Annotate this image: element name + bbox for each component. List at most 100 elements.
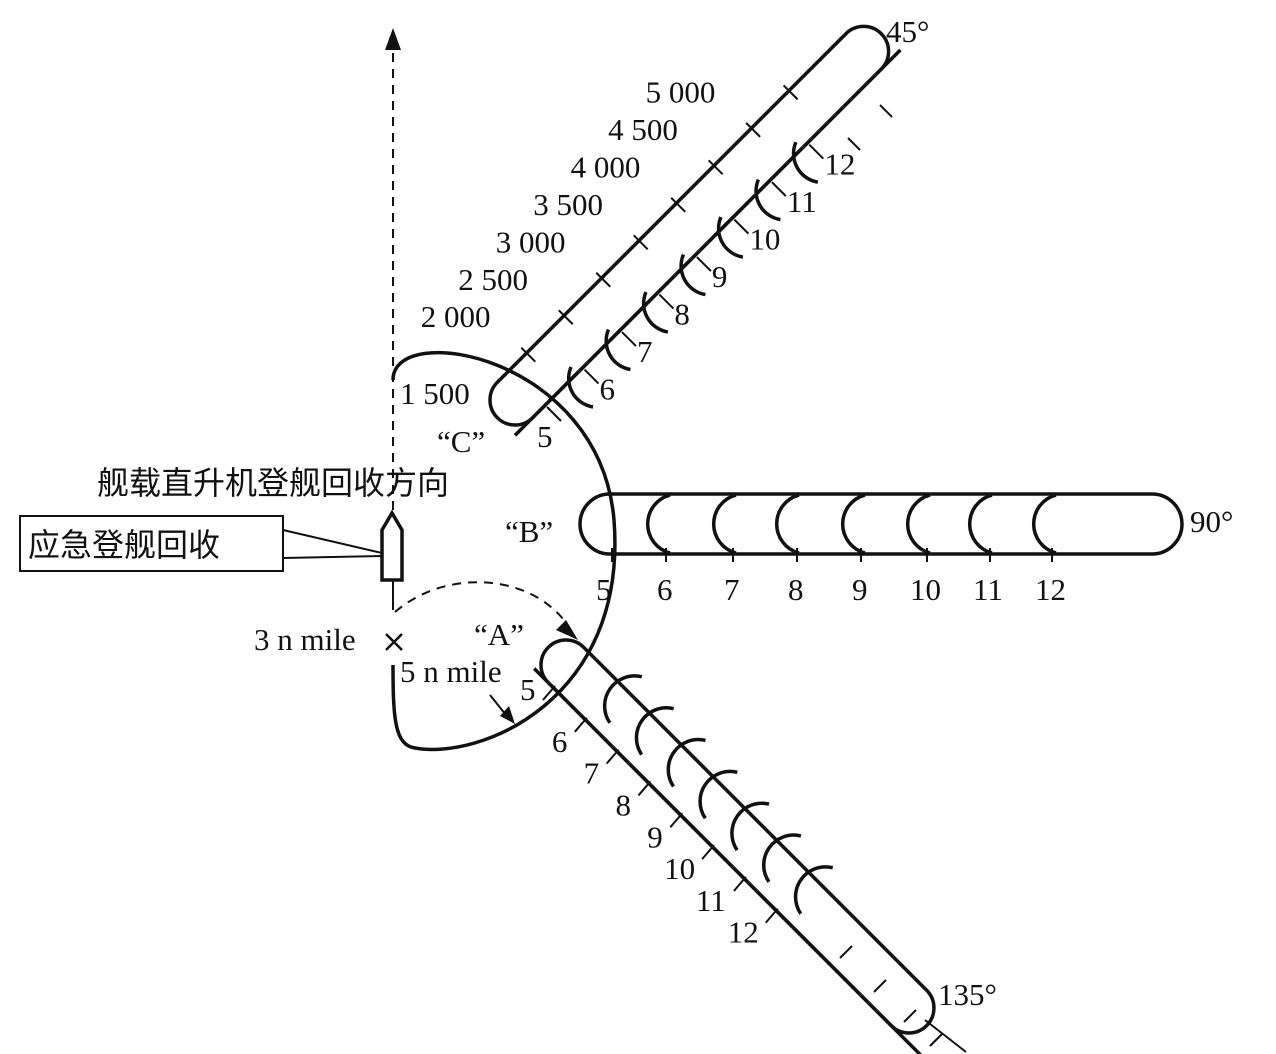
corridor-45-arc xyxy=(716,216,744,259)
corridor-135-distance-label: 10 xyxy=(664,851,695,886)
corridor-90-distance-label: 7 xyxy=(724,572,740,607)
corridor-45-distance-tick xyxy=(546,406,562,422)
marker-b-label: “B” xyxy=(505,514,553,549)
corridor-135-tick xyxy=(733,876,747,892)
corridor-90-distance-label: 11 xyxy=(973,572,1003,607)
corridor-135 xyxy=(532,638,936,1054)
corridor-45-altitude-label: 2 500 xyxy=(458,262,528,297)
corridor-135-arc xyxy=(666,737,706,788)
emergency-leader-2 xyxy=(282,555,383,559)
corridor-45-altitude-label: 2 000 xyxy=(421,299,491,334)
corridor-90-arc xyxy=(711,493,737,555)
corridor-90-arc xyxy=(967,493,993,555)
corridor-45 xyxy=(488,24,902,437)
corridor-135-distance-label: 7 xyxy=(584,756,600,791)
emergency-recovery-label: 应急登舰回收 xyxy=(28,526,220,564)
emergency-recovery-arrow xyxy=(394,581,573,633)
corridor-45-distance-label: 10 xyxy=(749,222,780,257)
corridor-135-end-tick xyxy=(839,945,853,959)
five-mile-pointer xyxy=(489,694,515,724)
corridor-45-altitude-tick xyxy=(707,159,724,176)
corridor-45-altitude-label: 3 500 xyxy=(533,187,603,222)
corridor-45-arc xyxy=(754,178,781,222)
corridor-45-distance-label: 5 xyxy=(537,419,553,454)
corridor-45-distance-label: 9 xyxy=(712,259,728,294)
corridor-90-arc xyxy=(905,493,931,555)
corridor-45-altitude-tick xyxy=(633,234,649,250)
marker-c-label: “C” xyxy=(437,424,485,459)
corridor-45-distance-tick xyxy=(658,293,675,310)
corridor-90-distance-label: 8 xyxy=(788,572,804,607)
corridor-45-altitude-tick xyxy=(782,84,799,101)
reference-arc-5nm xyxy=(391,350,617,752)
corridor-135-end-tick xyxy=(903,1009,917,1023)
corridor-45-distance-label: 12 xyxy=(824,147,855,182)
corridor-135-tick xyxy=(605,748,620,765)
corridor-45-altitude-label: 5 000 xyxy=(646,74,716,109)
corridor-45-distance-label: 8 xyxy=(674,297,690,332)
corridor-45-altitude-tick xyxy=(520,347,536,363)
corridor-90-distance-label: 6 xyxy=(657,572,673,607)
corridor-90-distance-label: 12 xyxy=(1035,572,1066,607)
corridor-90-arc xyxy=(1031,493,1057,555)
corridor-135-arc xyxy=(698,769,738,820)
corridor-135-end-tick xyxy=(873,979,887,993)
corridor-45-altitude-label: 4 500 xyxy=(608,112,678,147)
corridor-45-distance-tick xyxy=(733,218,750,235)
corridor-45-arc xyxy=(604,328,631,372)
three-mile-label: 3 n mile xyxy=(254,622,356,657)
corridor-90 xyxy=(578,492,1184,556)
corridor-45-altitude-label: 1 500 xyxy=(400,376,470,411)
emergency-label-box xyxy=(19,515,284,572)
corridor-45-distance-tick xyxy=(808,143,825,160)
corridor-135-extension xyxy=(924,1019,967,1053)
corridor-135-tick xyxy=(574,717,588,733)
corridor-45-altitude-label: 4 000 xyxy=(571,149,641,184)
corridor-135-distance-label: 12 xyxy=(728,915,759,950)
corridor-135-tick xyxy=(764,908,779,924)
ship-heading-line xyxy=(385,28,401,510)
corridor-135-arc xyxy=(761,833,802,883)
angle-135-label: 135° xyxy=(938,977,997,1012)
corridor-90-distance-label: 10 xyxy=(910,572,941,607)
corridor-45-end-tick xyxy=(847,137,861,151)
corridor-45-distance-tick xyxy=(771,181,787,197)
corridor-45-altitude-tick xyxy=(745,122,761,138)
ship-icon xyxy=(380,509,404,582)
corridor-135-distance-label: 11 xyxy=(696,883,726,918)
marker-a-label: “A” xyxy=(474,617,524,652)
corridor-45-distance-label: 11 xyxy=(787,184,817,219)
corridor-90-distance-label: 9 xyxy=(852,572,868,607)
angle-90-label: 90° xyxy=(1190,504,1233,539)
corridor-45-distance-tick xyxy=(696,256,712,272)
corridor-135-distance-label: 5 xyxy=(520,672,536,707)
corridor-135-tick xyxy=(637,780,652,797)
corridor-90-arc xyxy=(774,493,800,555)
corridor-45-distance-label: 6 xyxy=(599,372,615,407)
corridor-90-distance-label: 5 xyxy=(596,572,612,607)
corridor-135-arc xyxy=(634,706,675,756)
corridor-135-arc xyxy=(602,674,643,724)
corridor-45-arc xyxy=(679,253,706,297)
three-mile-cross xyxy=(385,633,403,651)
corridor-45-distance-label: 7 xyxy=(637,334,653,369)
corridor-45-arc xyxy=(641,291,669,334)
corridor-135-tick xyxy=(701,844,715,860)
angle-45-label: 45° xyxy=(886,14,929,49)
corridor-45-altitude-tick xyxy=(670,197,686,213)
corridor-135-arc xyxy=(793,865,834,915)
corridor-135-distance-label: 6 xyxy=(552,724,568,759)
corridor-45-altitude-tick xyxy=(558,309,574,325)
corridor-45-distance-tick xyxy=(583,368,600,385)
corridor-135-end-tick xyxy=(929,1033,943,1047)
corridor-135-tick xyxy=(669,812,684,828)
corridor-45-altitude-label: 3 000 xyxy=(496,224,566,259)
corridor-45-arc xyxy=(566,366,594,409)
corridor-135-distance-label: 8 xyxy=(615,787,631,822)
corridor-45-distance-tick xyxy=(621,331,637,347)
emergency-leader-1 xyxy=(282,529,383,554)
corridor-135-arc xyxy=(730,801,770,852)
corridor-45-altitude-tick xyxy=(595,272,611,288)
